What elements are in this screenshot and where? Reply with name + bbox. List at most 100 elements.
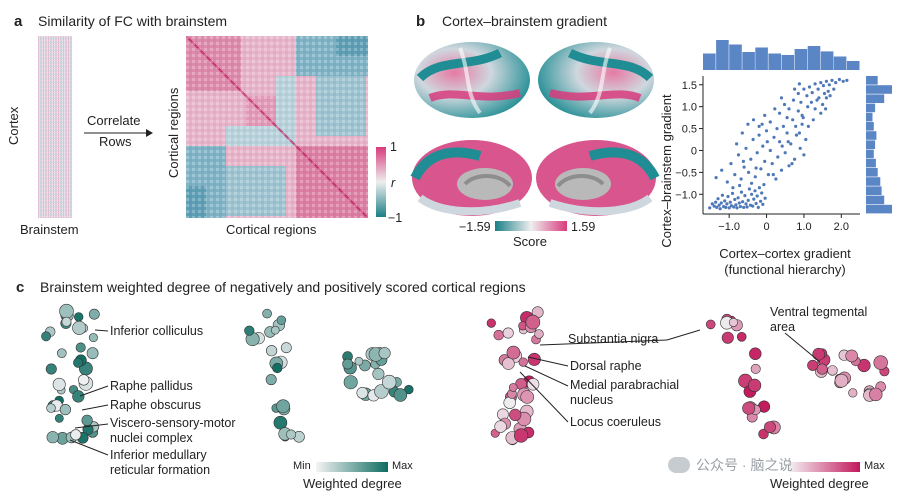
scatter-point [802, 153, 806, 157]
panel-a-letter: a [14, 13, 23, 30]
scatter-point [779, 96, 784, 100]
label-locus-coeruleus: Locus coeruleus [570, 415, 662, 429]
right-hist-bar [866, 158, 876, 168]
scatter-point [778, 140, 782, 144]
brainstem-node [45, 363, 57, 375]
brainstem-node [534, 329, 544, 339]
scatter-point [828, 94, 832, 98]
scatter-point [710, 202, 714, 206]
scatter-point [805, 94, 809, 98]
brainstem-node [88, 333, 98, 343]
scatter-point [832, 87, 836, 91]
scatter-point [821, 102, 825, 107]
brainstem-node [382, 374, 397, 390]
right-hist-bar [866, 195, 885, 205]
left-cbar-max: Max [392, 460, 413, 472]
brainstem-node [812, 347, 826, 361]
brainstem-node [742, 401, 756, 415]
scatter-point [763, 196, 767, 200]
scatter-point [755, 151, 759, 155]
top-hist-bar [742, 52, 755, 70]
scatter-point [785, 116, 789, 120]
brainstem-node [758, 428, 769, 440]
brainstem-node [276, 399, 290, 414]
scatter-point [736, 153, 741, 157]
scatter-point [761, 144, 765, 148]
scatter-point [733, 173, 737, 177]
scatter-point [775, 127, 779, 131]
brainstem-node [736, 331, 747, 342]
scatter-point [793, 157, 797, 161]
right-hist-bar [866, 85, 892, 94]
scatter-point [716, 197, 720, 201]
scatter-point [752, 197, 756, 201]
brainstem-node [354, 356, 364, 366]
top-hist-bar [768, 53, 781, 70]
right-hist-bar [866, 177, 881, 186]
scatter-points [708, 77, 849, 211]
left-cbar-label: Weighted degree [303, 476, 402, 491]
brainstem-node [502, 357, 515, 370]
brainstem-node [72, 320, 87, 335]
cortex-axis-label: Cortex [6, 106, 21, 145]
cortical-fc-similarity-matrix [186, 36, 368, 218]
rows-label: Rows [99, 134, 132, 149]
score-max-label: 1.59 [571, 220, 596, 234]
brainstem-node [873, 355, 888, 370]
right-hist-bar [866, 103, 876, 113]
right-hist-bar [866, 140, 876, 149]
scatter-x-label-text: Cortex–cortex gradient (functional hiera… [719, 246, 851, 277]
scatter-point [781, 124, 785, 128]
scatter-point [813, 107, 817, 111]
brainstem-node [61, 316, 72, 327]
scatter-point [755, 194, 759, 198]
scatter-point [796, 91, 800, 96]
scatter-point [729, 162, 733, 166]
right-hist-bar [866, 149, 874, 159]
brainstem-node [52, 377, 66, 391]
top-hist-bar [794, 49, 808, 70]
y-tick-label: 1.5 [682, 80, 697, 92]
scatter-point [715, 205, 719, 209]
scatter-point [765, 140, 769, 144]
brainstem-node [749, 347, 762, 360]
brainstem-node [46, 403, 56, 413]
wechat-icon [668, 457, 690, 473]
scatter-point [740, 131, 744, 135]
panel-c-letter: c [16, 279, 25, 296]
top-hist-bar [729, 44, 742, 70]
weighted-degree-colorbar-right [788, 462, 860, 472]
right-cbar-label: Weighted degree [770, 476, 869, 491]
scatter-point [804, 137, 808, 142]
scatter-point [746, 122, 750, 126]
brainstem-node [827, 365, 838, 376]
scatter-point [768, 120, 772, 124]
brainstem-node [86, 347, 99, 360]
label-inferior-medullary: Inferior medullary reticular formation [110, 448, 211, 477]
brainstem-node [273, 415, 288, 430]
label-substantia-nigra: Substantia nigra [568, 332, 659, 346]
scatter-point [747, 170, 751, 174]
brainstem-node [486, 318, 496, 328]
brainstem-node [502, 327, 514, 339]
scatter-point [725, 180, 729, 184]
right-marginal-histogram [866, 76, 892, 214]
scatter-point [773, 107, 777, 111]
scatter-point [727, 206, 731, 210]
brainstem-node [869, 387, 883, 402]
scatter-point [796, 109, 800, 113]
scatter-point [797, 131, 801, 135]
scatter-point [712, 204, 716, 208]
brainstem-node [78, 374, 90, 386]
scatter-point [787, 164, 791, 168]
scatter-point [817, 96, 821, 100]
scatter-point [780, 144, 784, 148]
brainstem-node [705, 319, 716, 330]
brainstem-positive-networks [486, 306, 890, 446]
brainstem-node [750, 363, 761, 374]
label-inferior-colliculus: Inferior colliculus [110, 324, 204, 338]
weighted-degree-colorbar-left [316, 462, 388, 472]
brainstem-node [262, 308, 272, 319]
brainstem-node [372, 368, 385, 381]
